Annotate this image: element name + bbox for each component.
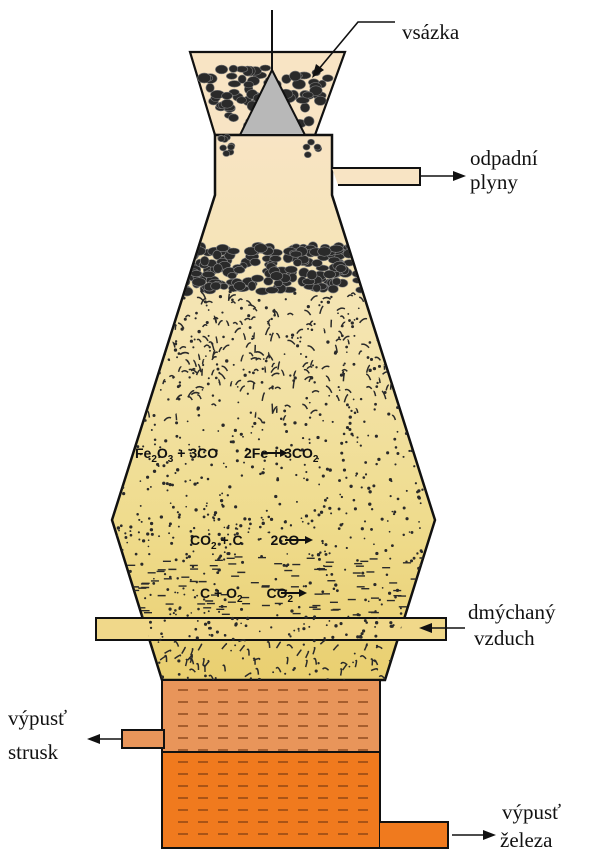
slag-tap-pipe	[122, 730, 164, 748]
iron-arrowhead	[483, 830, 496, 840]
label-slag-line2: strusk	[8, 740, 58, 764]
label-air-line2: vzduch	[474, 626, 535, 650]
label-waste-gas-line1: odpadní	[470, 146, 538, 170]
iron-tap-pipe	[380, 822, 448, 848]
label-slag-line1: výpusť	[8, 706, 67, 730]
slag-layer	[162, 680, 380, 752]
label-charge: vsázka	[402, 20, 459, 44]
slag-arrowhead	[87, 734, 100, 744]
label-iron-line1: výpusť	[502, 800, 561, 824]
tuyere-band	[96, 618, 446, 640]
waste-gas-arrowhead	[453, 171, 466, 181]
waste-gas-pipe	[332, 168, 420, 185]
label-air-line1: dmýchaný	[468, 600, 555, 624]
label-iron-line2: železa	[500, 828, 552, 852]
label-waste-gas-line2: plyny	[470, 170, 518, 194]
